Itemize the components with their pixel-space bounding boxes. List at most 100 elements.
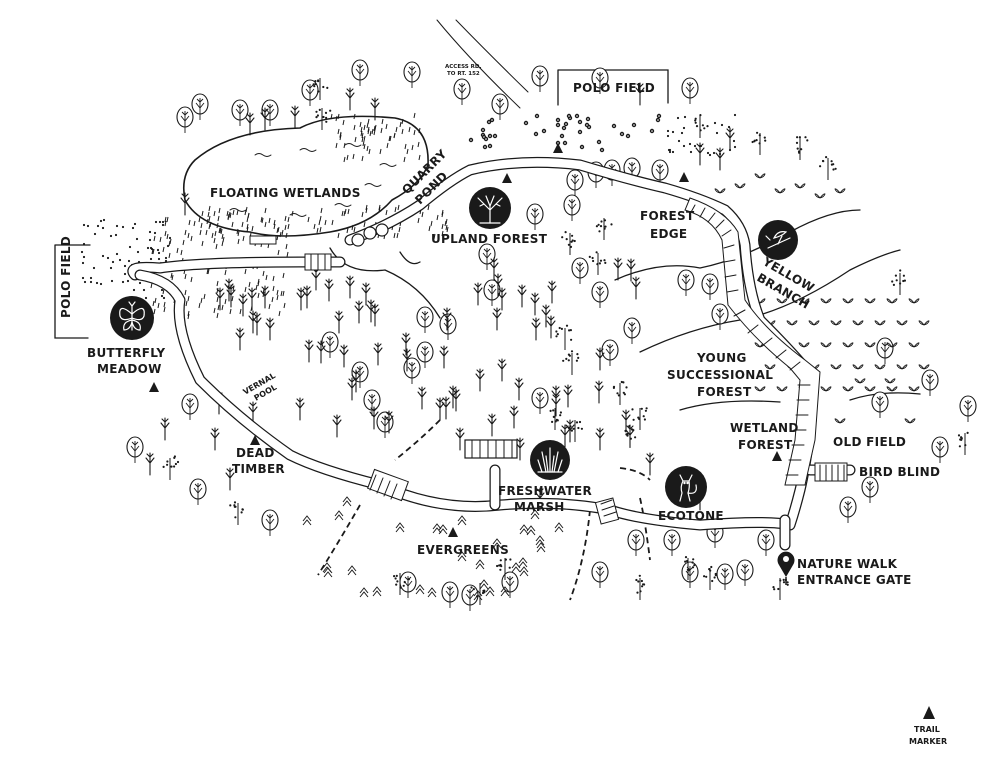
trail-markers: [149, 143, 782, 537]
sprig-tree-icon: [635, 82, 645, 106]
round-tree-icon: [231, 99, 249, 126]
meadow-dot: [727, 125, 731, 129]
round-tree-icon: [403, 61, 421, 88]
sprig-tree-icon: [180, 192, 190, 216]
grass-tick: [268, 217, 271, 224]
grass-tick: [152, 300, 155, 307]
grass-tick: [244, 268, 247, 275]
sprig-tree-icon: [563, 384, 573, 408]
pine-tree-icon: [500, 586, 510, 597]
label-polo-field-top: POLO FIELD: [573, 81, 655, 95]
grass-tick: [399, 121, 402, 128]
grass-tick: [221, 233, 224, 240]
sprout-icon: [908, 342, 920, 348]
flower-icon: [562, 140, 568, 146]
round-tree-icon: [453, 78, 471, 105]
pine-tree-icon: [519, 524, 529, 535]
grass-tick: [367, 126, 370, 133]
meadow-dot: [706, 151, 710, 155]
grass-tick: [261, 217, 264, 224]
flower-icon: [555, 122, 561, 128]
flower-icon: [599, 147, 605, 153]
grass-tick: [398, 226, 401, 233]
meadow-dot: [156, 248, 160, 252]
meadow-dot: [99, 219, 103, 223]
grass-tick: [366, 145, 369, 152]
dashed-trails: [317, 419, 651, 601]
grass-tick: [262, 288, 265, 295]
grass-tick: [216, 280, 219, 287]
round-tree-icon: [627, 529, 645, 556]
grass-tick: [239, 308, 242, 315]
sprig-tree-icon: [248, 401, 258, 425]
grass-tick: [209, 221, 212, 228]
grass-tick: [152, 248, 155, 255]
legend: TRAIL MARKER: [909, 706, 947, 746]
pine-tree-icon: [511, 562, 521, 573]
grass-tick: [339, 134, 342, 141]
label-floating-wetlands: FLOATING WETLANDS: [210, 186, 361, 200]
grass-tick: [153, 235, 156, 242]
berry-tree-icon: [891, 269, 906, 295]
meadow-dot: [154, 220, 158, 224]
boardwalk-hatching: [310, 204, 845, 517]
grass-tick: [221, 240, 224, 247]
sprout-icon: [776, 386, 788, 392]
grass-tick: [353, 113, 356, 120]
sprig-tree-icon: [517, 284, 527, 308]
grass-tick: [287, 216, 290, 223]
grass-tick: [363, 135, 366, 142]
flower-icon: [559, 133, 565, 139]
sprig-tree-icon: [546, 315, 556, 339]
round-tree-icon: [181, 393, 199, 420]
grass-tick: [276, 294, 279, 301]
sprout-icon: [798, 342, 810, 348]
grass-tick: [217, 304, 220, 311]
pine-tree-icon: [526, 525, 536, 536]
meadow-dot: [161, 223, 165, 227]
sprig-tree-icon: [248, 310, 258, 334]
grass-tick: [248, 281, 251, 288]
berry-tree-icon: [772, 578, 789, 600]
round-tree-icon: [591, 281, 609, 308]
grass-tick: [190, 235, 193, 242]
trail-marker-icon: [772, 451, 782, 461]
sprig-tree-icon: [260, 107, 270, 131]
grass-tick: [343, 210, 346, 217]
flower-icon: [487, 143, 493, 149]
meadow-dot: [136, 250, 140, 254]
grass-tick: [187, 295, 190, 302]
grass-tick: [170, 272, 173, 279]
trail: [127, 156, 856, 551]
round-tree-icon: [416, 341, 434, 368]
grass-tick: [287, 223, 290, 230]
grass-tick: [229, 308, 232, 315]
ecotone-fox-icon: [665, 466, 707, 508]
round-tree-icon: [189, 478, 207, 505]
grass-tick: [277, 226, 280, 233]
grass-tick: [250, 305, 253, 312]
grass-tick: [207, 211, 210, 218]
meadow-dot: [135, 237, 139, 241]
sprig-tree-icon: [715, 147, 725, 171]
meadow-dot: [160, 294, 164, 298]
pine-tree-icon: [395, 522, 405, 533]
sprout-icon: [884, 378, 896, 384]
sprig-tree-icon: [224, 278, 234, 302]
marsh-platform: [464, 439, 518, 459]
grass-tick: [201, 240, 204, 247]
grass-tick: [271, 296, 274, 303]
meadow-dot: [81, 261, 85, 265]
pine-tree-icon: [302, 515, 312, 526]
meadow-dot: [666, 129, 670, 133]
sprig-tree-icon: [304, 339, 314, 363]
grass-tick: [368, 148, 371, 155]
sprout-icon: [896, 364, 908, 370]
grass-tick: [417, 141, 420, 148]
meadow-dot: [114, 233, 118, 237]
grass-tick: [213, 210, 216, 217]
meadow-dot: [101, 254, 105, 258]
meadow-dot: [720, 123, 724, 127]
sprig-tree-icon: [487, 413, 497, 437]
sprig-tree-icon: [493, 273, 503, 297]
